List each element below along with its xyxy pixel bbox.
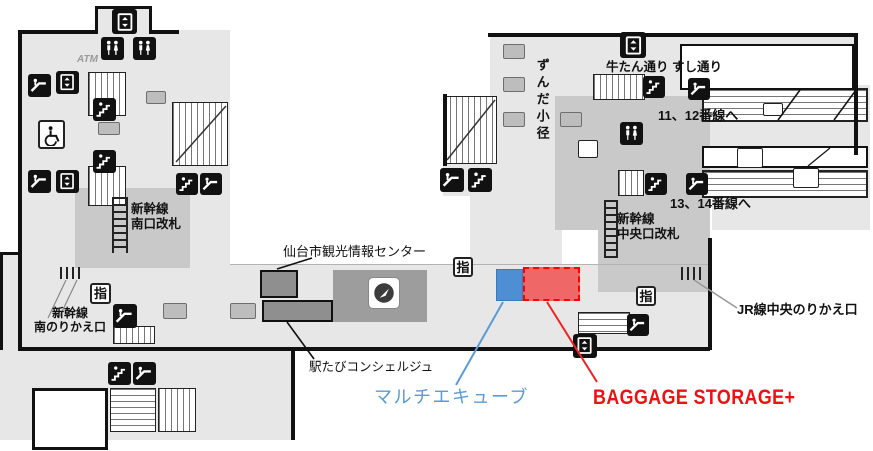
shinkansen-south-transfer-label: 新幹線 南のりかえ口 xyxy=(24,306,116,335)
escalator-icon xyxy=(688,78,710,100)
wall xyxy=(443,94,447,166)
jr-central-transfer-label: JR線中央のりかえ口 xyxy=(737,302,858,317)
stairs-icon xyxy=(643,76,665,98)
stairs-icon xyxy=(93,150,116,173)
stairs-icon xyxy=(645,173,667,195)
signage-chip xyxy=(763,103,783,116)
label-line: 新幹線 xyxy=(131,202,169,216)
label-line: 新幹線 xyxy=(617,212,655,226)
ticket-machine-glyph: 指 xyxy=(93,286,107,301)
tourist-info-counter xyxy=(260,270,298,298)
signage-chip xyxy=(503,44,525,59)
shinkansen-south-gate-label: 新幹線 南口改札 xyxy=(131,202,181,232)
label-line: 新幹線 xyxy=(51,306,88,320)
signage-chip xyxy=(560,112,582,127)
escalator-icon xyxy=(133,362,156,385)
signage-chip xyxy=(737,148,763,168)
signage-chip xyxy=(146,91,166,104)
multi-ecube-box[interactable] xyxy=(496,269,523,301)
stairs-structure xyxy=(172,102,228,166)
signage-chip xyxy=(98,122,120,135)
annex-room xyxy=(32,388,108,450)
platform-13-14-ramp xyxy=(702,170,868,198)
stairs-icon xyxy=(176,173,198,195)
label-line: 南口改札 xyxy=(131,217,182,231)
stairs-structure xyxy=(618,170,644,196)
multi-ecube-label: マルチエキューブ xyxy=(374,387,529,407)
escalator-icon xyxy=(440,168,464,192)
escalator-icon xyxy=(28,74,51,97)
stairs-icon xyxy=(93,98,116,121)
wall xyxy=(149,30,179,34)
west-strip-floor xyxy=(0,255,18,350)
escalator-ramp xyxy=(578,312,630,334)
restroom-icon xyxy=(620,122,643,145)
restroom-icon xyxy=(133,37,156,60)
restroom-icon xyxy=(101,37,124,60)
wall xyxy=(854,33,858,155)
escalator-icon xyxy=(28,170,51,193)
ticket-machine-icon: 指 xyxy=(453,257,473,277)
stairs-structure xyxy=(593,74,645,100)
elevator-icon xyxy=(56,71,79,94)
tracks-13-14-label: 13、14番線へ xyxy=(670,196,751,211)
stairs-icon xyxy=(468,168,492,192)
concierge-counter xyxy=(262,300,333,322)
wall xyxy=(708,238,712,350)
compass-icon xyxy=(368,277,400,309)
jr-transfer-ticket-gates xyxy=(681,267,703,280)
signage-chip xyxy=(793,168,819,188)
escalator-icon xyxy=(200,173,222,195)
escalator-icon xyxy=(686,173,708,195)
wall xyxy=(0,252,18,255)
gyutan-sushi-street-label: 牛たん通り すし通り xyxy=(606,60,722,74)
south-transfer-ticket-gates xyxy=(60,267,84,279)
escalator-structure xyxy=(158,388,196,432)
label-line: 中央口改札 xyxy=(617,227,680,241)
elevator-icon xyxy=(573,334,597,358)
baggage-storage-box[interactable] xyxy=(523,267,580,301)
tracks-11-12-label: 11、12番線へ xyxy=(658,108,739,123)
ticket-machine-glyph: 指 xyxy=(456,259,470,275)
central-gate-ticket-gates xyxy=(604,200,618,258)
escalator-ramp xyxy=(113,326,155,344)
elevator-icon xyxy=(56,170,79,193)
wall xyxy=(488,33,858,37)
signage-chip xyxy=(503,112,525,127)
wall xyxy=(18,30,22,350)
shinkansen-central-gate-label: 新幹線 中央口改札 xyxy=(617,212,680,242)
atm-label: ATM xyxy=(77,54,98,65)
wheelchair-icon xyxy=(38,120,65,149)
label-line: 南のりかえ口 xyxy=(33,320,106,335)
platform-13-14-walkway xyxy=(702,146,868,168)
signage-chip xyxy=(578,140,598,158)
wall xyxy=(0,252,3,350)
signage-chip xyxy=(163,303,187,319)
signage-chip xyxy=(230,303,256,319)
escalator-icon xyxy=(113,304,137,328)
wall xyxy=(18,30,98,34)
south-gate-ticket-gates xyxy=(112,197,128,253)
zunda-path-label: ずんだ小径 xyxy=(534,58,550,143)
wall xyxy=(18,347,710,351)
stairs-structure xyxy=(443,96,497,164)
wall xyxy=(291,350,295,440)
concierge-label: 駅たびコンシェルジュ xyxy=(309,360,434,374)
baggage-storage-label: BAGGAGE STORAGE+ xyxy=(593,386,796,409)
ticket-machine-icon: 指 xyxy=(90,283,111,304)
elevator-icon xyxy=(112,9,137,34)
stairs-icon xyxy=(108,362,131,385)
tourist-info-label: 仙台市観光情報センター xyxy=(283,244,427,259)
elevator-icon xyxy=(620,32,646,58)
signage-chip xyxy=(503,77,525,92)
stairs-structure xyxy=(110,388,156,432)
ticket-machine-icon: 指 xyxy=(636,286,656,306)
ticket-machine-glyph: 指 xyxy=(639,288,653,304)
escalator-icon xyxy=(627,314,649,336)
